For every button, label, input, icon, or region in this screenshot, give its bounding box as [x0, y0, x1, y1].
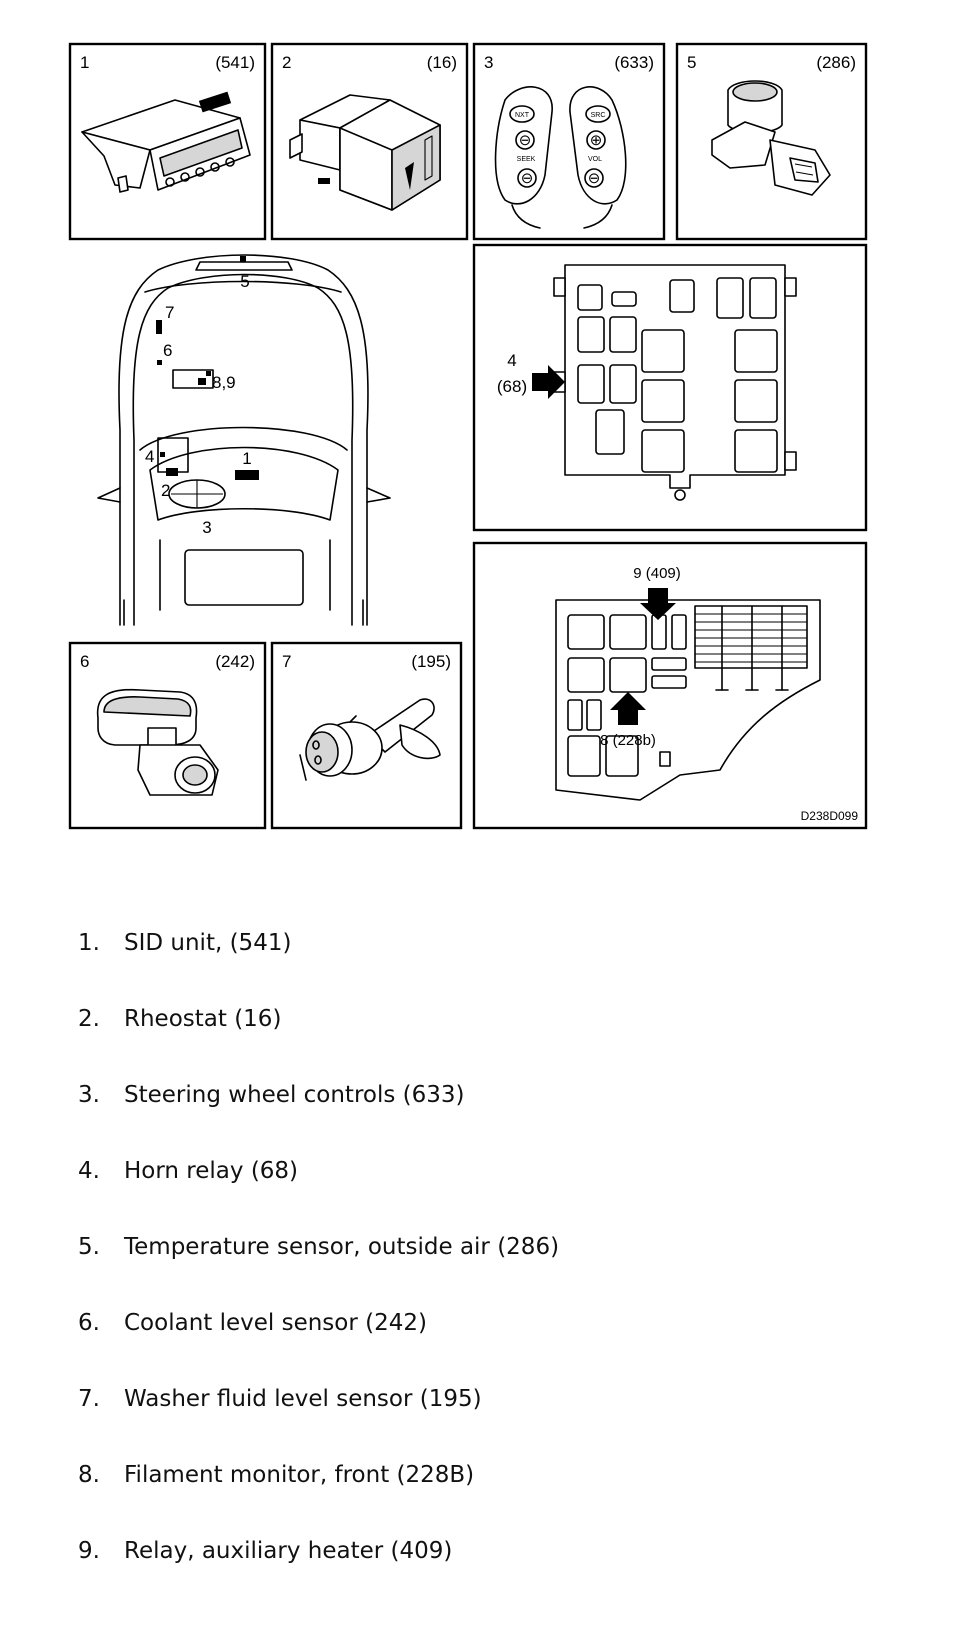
legend-number: 2.: [78, 1006, 100, 1032]
washer-sensor-illustration: [299, 698, 441, 781]
callout-5: 5: [240, 272, 249, 291]
callout-4: 4: [145, 447, 154, 466]
legend-number: 5.: [78, 1234, 100, 1260]
panel-code: (242): [215, 652, 255, 671]
horn-relay-callout-code: (68): [497, 377, 527, 396]
panel-number: 6: [80, 652, 89, 671]
panel-code: (16): [427, 53, 457, 72]
legend-number: 1.: [78, 930, 100, 956]
legend-number: 9.: [78, 1538, 100, 1564]
panel-number: 7: [282, 652, 291, 671]
seek-label: SEEK: [517, 156, 536, 163]
relay-box-illustration: [555, 588, 821, 801]
callout-2: 2: [161, 481, 170, 500]
legend-number: 4.: [78, 1158, 100, 1184]
legend-item-4: 4. Horn relay (68): [78, 1158, 298, 1184]
panel-coolant-level-sensor: 6 (242): [68, 641, 267, 830]
sid-unit-illustration: [81, 91, 251, 193]
legend-number: 6.: [78, 1310, 100, 1336]
relay-heater-callout: 9 (409): [633, 565, 681, 582]
legend-number: 7.: [78, 1386, 100, 1412]
callout-8-9: 8,9: [212, 373, 236, 392]
figure-reference: D238D099: [801, 809, 859, 823]
legend-item-8: 8. Filament monitor, front (228B): [78, 1462, 474, 1488]
panel-number: 5: [687, 53, 696, 72]
legend-number: 3.: [78, 1082, 100, 1108]
legend-text: Temperature sensor, outside air (286): [124, 1234, 560, 1260]
legend-text: Steering wheel controls (633): [124, 1082, 465, 1108]
vol-label: VOL: [588, 156, 602, 163]
panel-code: (633): [614, 53, 654, 72]
vol-plus-sign: ⊕: [590, 132, 603, 149]
callout-3: 3: [202, 518, 211, 537]
temperature-sensor-illustration: [711, 80, 831, 196]
steering-controls-illustration: NXT ⊖ SEEK ⊖ SRC ⊕ VOL ⊖: [494, 86, 627, 229]
legend-text: Rheostat (16): [124, 1006, 282, 1032]
callout-6: 6: [163, 341, 172, 360]
fuse-strip: [694, 605, 808, 691]
fuse-box-illustration: [532, 264, 797, 501]
filament-monitor-callout: 8 (228b): [600, 732, 656, 749]
panel-fuse-box: 4 (68): [472, 243, 868, 532]
legend-number: 8.: [78, 1462, 100, 1488]
panel-number: 2: [282, 53, 291, 72]
nxt-label: NXT: [515, 112, 530, 119]
panel-code: (541): [215, 53, 255, 72]
rheostat-illustration: [289, 94, 441, 211]
panel-sid-unit: 1 (541): [68, 42, 267, 241]
coolant-sensor-illustration: [96, 688, 219, 796]
legend-item-5: 5. Temperature sensor, outside air (286): [78, 1234, 559, 1260]
legend-text: Washer fluid level sensor (195): [124, 1386, 482, 1412]
panel-washer-fluid-sensor: 7 (195): [270, 641, 463, 830]
panel-steering-wheel-controls: 3 (633) NXT ⊖ SEEK ⊖ SRC ⊕ VOL ⊖: [472, 42, 666, 241]
legend-text: Horn relay (68): [124, 1158, 299, 1184]
legend-item-6: 6. Coolant level sensor (242): [78, 1310, 427, 1336]
panel-number: 3: [484, 53, 493, 72]
legend-text: SID unit, (541): [124, 930, 292, 956]
vehicle-top-view: 5 7 6 8,9 4 1 2 3: [97, 254, 391, 626]
seek-minus-sign: ⊖: [519, 132, 532, 149]
component-location-diagram: 1 (541) 2 (16): [68, 42, 868, 830]
callout-1: 1: [242, 449, 251, 468]
legend-item-1: 1. SID unit, (541): [78, 930, 291, 956]
legend-item-9: 9. Relay, auxiliary heater (409): [78, 1538, 452, 1564]
panel-code: (286): [816, 53, 856, 72]
legend-item-3: 3. Steering wheel controls (633): [78, 1082, 465, 1108]
src-label: SRC: [591, 112, 606, 119]
legend-item-7: 7. Washer fluid level sensor (195): [78, 1386, 482, 1412]
horn-relay-callout-number: 4: [507, 351, 516, 370]
panel-code: (195): [411, 652, 451, 671]
callout-7: 7: [165, 303, 174, 322]
panel-temperature-sensor: 5 (286): [675, 42, 868, 241]
panel-number: 1: [80, 53, 89, 72]
vol-minus-sign: ⊖: [588, 170, 601, 187]
legend-text: Coolant level sensor (242): [124, 1310, 427, 1336]
legend-text: Relay, auxiliary heater (409): [124, 1538, 453, 1564]
panel-rheostat: 2 (16): [270, 42, 469, 241]
seek-minus-sign-2: ⊖: [521, 170, 534, 187]
legend-text: Filament monitor, front (228B): [124, 1462, 475, 1488]
legend-item-2: 2. Rheostat (16): [78, 1006, 281, 1032]
panel-relay-box: 9 (409) 8 (228b) D238D099: [472, 541, 868, 830]
